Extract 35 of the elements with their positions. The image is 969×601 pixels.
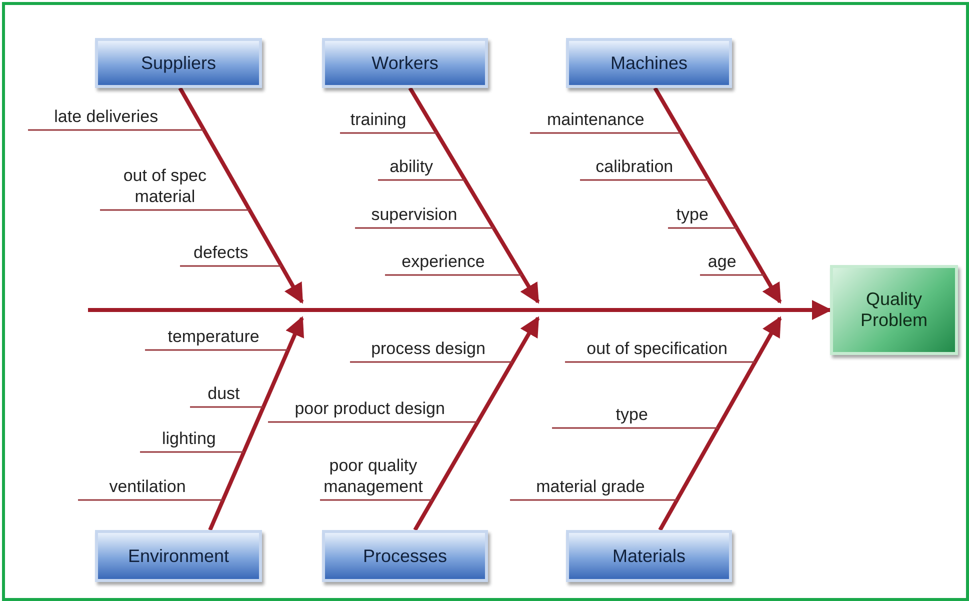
category-box: Workers xyxy=(322,38,488,88)
cause-label: experience xyxy=(400,251,486,272)
cause-label: process design xyxy=(370,338,486,359)
category-box: Materials xyxy=(566,530,732,582)
cause-label: poor quality management xyxy=(322,455,424,497)
cause-label: type xyxy=(675,204,710,225)
arrow xyxy=(208,316,304,531)
effect-box: Quality Problem xyxy=(830,265,958,355)
cause-label: calibration xyxy=(594,156,674,177)
cause-label: defects xyxy=(192,242,250,263)
cause-label: dust xyxy=(206,383,241,404)
category-box: Processes xyxy=(322,530,488,582)
cause-label: maintenance xyxy=(546,109,646,130)
cause-label: ventilation xyxy=(108,476,187,497)
category-box: Environment xyxy=(95,530,262,582)
cause-label: age xyxy=(706,251,738,272)
arrow xyxy=(413,316,540,531)
arrow xyxy=(88,300,832,320)
arrow xyxy=(658,316,782,531)
cause-label: material grade xyxy=(535,476,646,497)
cause-label: lighting xyxy=(160,428,217,449)
cause-label: poor product design xyxy=(294,398,446,419)
cause-label: ability xyxy=(388,156,434,177)
cause-label: supervision xyxy=(370,204,458,225)
cause-label: training xyxy=(349,109,408,130)
arrow xyxy=(178,87,304,304)
arrow xyxy=(653,87,782,304)
category-box: Machines xyxy=(566,38,732,88)
cause-label: temperature xyxy=(166,326,260,347)
cause-label: late deliveries xyxy=(53,106,160,127)
arrow xyxy=(408,86,540,304)
cause-label: out of specification xyxy=(586,338,728,359)
cause-label: out of spec material xyxy=(122,165,208,207)
category-box: Suppliers xyxy=(95,38,262,88)
cause-label: type xyxy=(614,404,649,425)
